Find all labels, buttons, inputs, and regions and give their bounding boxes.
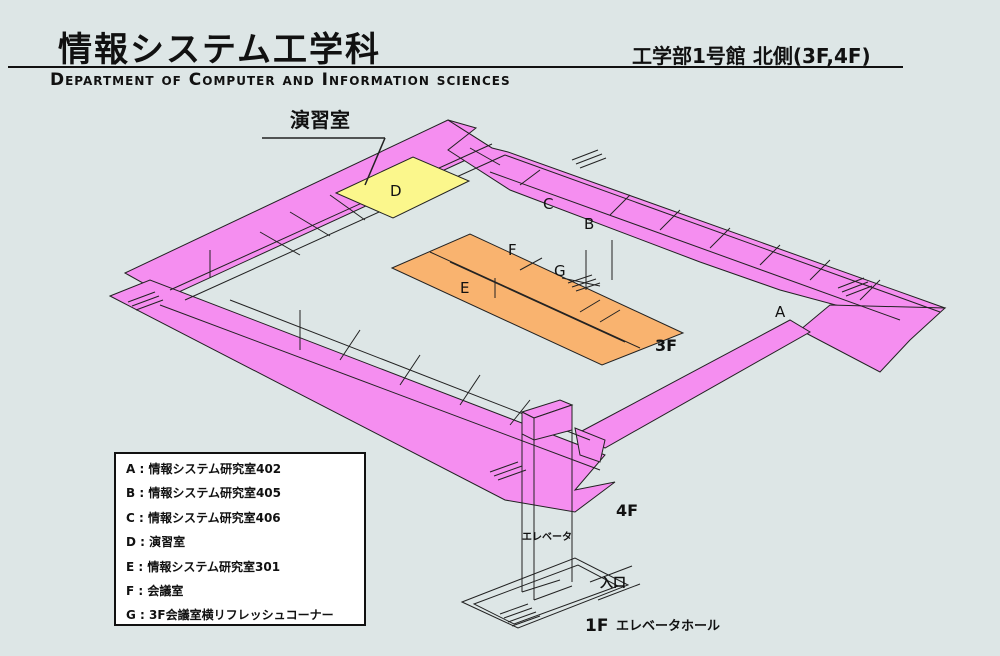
elevator-label: エレベータ [522,531,572,543]
floor-label-1f: 1F [585,616,608,636]
room-label-e: E [460,279,469,297]
room-label-a: A [775,303,786,321]
room-label-f: F [508,241,517,259]
building-label: 工学部1号館 北側(3F,4F) [632,44,871,68]
legend-key: B [126,486,136,501]
stub-4f-front [574,427,606,463]
legend-row-c: C : 情報システム研究室406 [126,510,281,525]
callout-leader [262,137,386,186]
legend-row-d: D : 演習室 [126,535,186,550]
floor-3f [390,233,685,366]
floor-label-3f: 3F [655,336,677,355]
legend-row-f: F : 会議室 [126,583,184,598]
legend-text: 情報システム研究室406 [147,510,281,525]
stairs-3f-hatching [567,274,601,292]
entrance-label: 入口 [600,576,626,591]
room-d [334,156,471,219]
legend-text: 会議室 [147,583,184,598]
room-label-d: D [390,182,402,200]
wing-4f-back [447,119,947,326]
legend-box: A : 情報システム研究室402 B : 情報システム研究室405 C : 情報… [114,452,366,626]
legend-key: G [126,608,136,623]
legend-key: F [126,583,135,598]
room-label-c: C [543,195,553,213]
legend-row-a: A : 情報システム研究室402 [126,462,282,476]
legend-key: A [126,462,136,476]
floor-label-hall: エレベータホール [616,619,720,634]
legend-row-b: B : 情報システム研究室405 [126,486,282,501]
legend-text: 情報システム研究室405 [148,486,282,501]
legend-key: C [126,510,135,525]
wing-4f-right-stub [799,304,947,373]
page-subtitle: Department of Computer and Information s… [50,70,511,90]
stairs-hatching [127,149,873,481]
legend-text: 情報システム研究室301 [147,559,281,574]
floor-1f [460,557,641,629]
callout-label: 演習室 [290,108,350,132]
page-title: 情報システム工学科 [58,30,381,70]
legend-row-g: G : 3F会議室横リフレッシュコーナー [126,608,334,623]
legend-key: E [126,559,135,574]
legend-text: 3F会議室横リフレッシュコーナー [149,608,334,623]
legend-key: D [126,535,136,550]
legend-row-e: E : 情報システム研究室301 [126,559,281,574]
floor-3f-slab [390,233,685,366]
legend-text: 情報システム研究室402 [148,462,282,476]
room-label-b: B [584,215,594,233]
floor-label-4f: 4F [616,501,638,520]
wing-4f-front [108,279,616,513]
room-label-g: G [554,262,566,280]
elevator-shaft [520,240,613,601]
title-rule [8,66,903,68]
legend-text: 演習室 [149,535,186,550]
